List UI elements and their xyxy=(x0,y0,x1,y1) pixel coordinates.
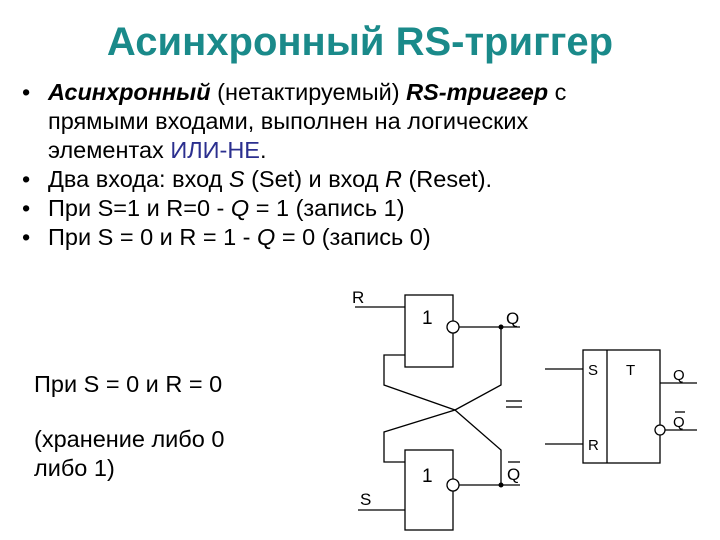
inversion-bubble-top xyxy=(446,320,460,334)
text: = 0 (запись 0) xyxy=(275,224,431,250)
junction-dot-qbar xyxy=(498,482,504,488)
symbol-q: Q xyxy=(257,224,276,250)
rs-trigger-block xyxy=(582,349,661,464)
bullet-item-4: • При S = 0 и R = 1 - Q = 0 (запись 0) xyxy=(22,223,712,252)
bullet-list: • Асинхронный (нетактируемый) RS-триггер… xyxy=(22,78,712,252)
symbol-r: R xyxy=(384,166,402,192)
feedback-wire-qbar xyxy=(383,409,502,485)
text: При S = 0 и R = 1 - xyxy=(48,224,258,250)
text: (Set) и вход xyxy=(244,166,385,192)
side-note-condition: При S = 0 и R = 0 xyxy=(34,371,223,397)
slide-title: Асинхронный RS-триггер xyxy=(106,20,614,64)
label-input-s: S xyxy=(360,490,371,509)
label-block-q: Q xyxy=(673,367,685,384)
symbol-s: S xyxy=(228,166,245,192)
nor-gate-bottom xyxy=(404,449,454,531)
bullet-item-3: • При S=1 и R=0 - Q = 1 (запись 1) xyxy=(22,194,712,223)
label-output-qbar: Q xyxy=(507,465,520,484)
feedback-wire-q xyxy=(383,327,502,411)
text: (нетактируемый) xyxy=(210,79,407,105)
text: . xyxy=(260,137,267,163)
text: с xyxy=(548,79,567,105)
block-inversion-bubble xyxy=(654,424,666,436)
bullet-dot: • xyxy=(22,79,31,105)
text: Два входа: вход xyxy=(48,166,229,192)
text: (Reset). xyxy=(401,166,493,192)
term-async: Асинхронный xyxy=(48,79,211,105)
text: элементах xyxy=(48,137,171,163)
side-note-storage-line1: (хранение либо 0 xyxy=(34,426,225,452)
label-input-r: R xyxy=(352,288,364,307)
bullet-dot: • xyxy=(22,224,31,250)
bullet-item-1: • Асинхронный (нетактируемый) RS-триггер… xyxy=(22,78,712,165)
symbol-q: Q xyxy=(230,195,250,221)
label-block-r: R xyxy=(588,437,599,454)
label-output-q: Q xyxy=(506,309,519,328)
bullet-dot: • xyxy=(22,195,31,221)
term-rs-trigger: RS-триггер xyxy=(406,79,549,105)
label-block-s: S xyxy=(588,362,598,379)
bullet-dot: • xyxy=(22,166,31,192)
label-block-qbar: Q xyxy=(673,414,685,431)
junction-dot-q xyxy=(498,324,504,330)
label-gate-bottom: 1 xyxy=(422,466,433,487)
text: прямыми входами, выполнен на логических xyxy=(48,108,529,134)
label-gate-top: 1 xyxy=(422,308,433,329)
nor-gate-top xyxy=(404,294,454,368)
text: При S=1 и R=0 - xyxy=(48,195,231,221)
side-note-storage-line2: либо 1) xyxy=(34,455,115,481)
bullet-item-2: • Два входа: вход S (Set) и вход R (Rese… xyxy=(22,165,712,194)
inversion-bubble-bottom xyxy=(446,478,460,492)
label-block-type: T xyxy=(626,362,635,379)
term-nor: ИЛИ-НЕ xyxy=(170,137,260,163)
text: = 1 (запись 1) xyxy=(249,195,405,221)
